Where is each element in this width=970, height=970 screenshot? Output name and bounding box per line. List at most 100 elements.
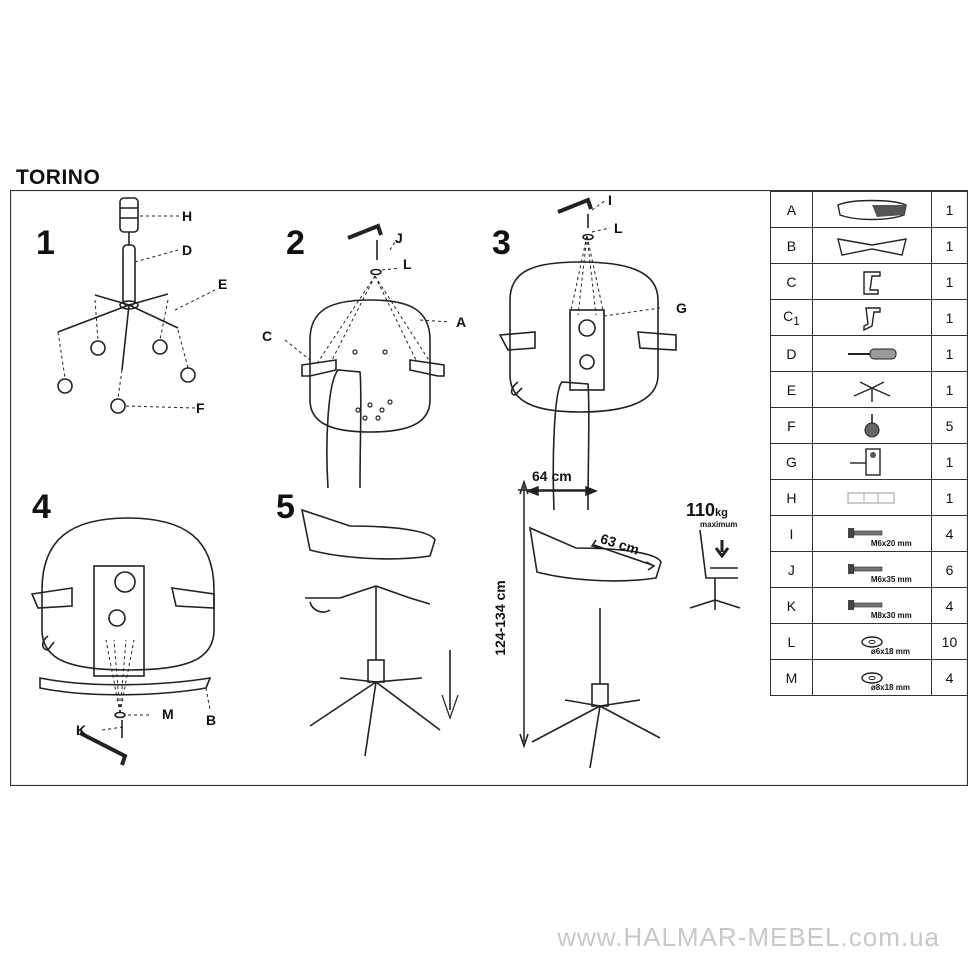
part-code: L [770,623,813,660]
caster-icon [811,407,932,444]
part-quantity: 1 [930,335,969,372]
part-quantity: 1 [930,227,969,264]
callout-C: C [262,328,273,344]
part-code-sub: 1 [793,314,800,328]
part-code-letter: H [786,489,797,506]
load-label: 110kg [686,500,728,521]
step-number-4: 4 [32,488,51,526]
step3-drawing [498,197,677,413]
watermark: www.HALMAR-MEBEL.com.ua [557,922,940,952]
part-code-letter: M [785,669,798,686]
part-code: C1 [770,299,813,336]
washer-icon: ø8x18 mm [811,659,932,696]
part-quantity: 4 [930,515,969,552]
max-load-icon [689,529,741,610]
parts-row: I M6x20 mm 4 [770,515,969,552]
width-label: 64 cm [532,468,572,484]
part-quantity: 6 [930,551,969,588]
callout-J: J [395,230,403,246]
part-code-letter: F [787,417,796,434]
step4-drawing [30,517,215,766]
callout-D: D [182,242,193,258]
part-code-letter: I [789,525,794,542]
callout-M: M [162,706,174,722]
part-quantity: 10 [930,623,969,660]
armrest-icon [811,263,932,300]
part-code-letter: G [785,453,797,470]
part-quantity: 1 [930,299,969,336]
part-code: I [770,515,813,552]
part-code-letter: A [786,201,797,218]
callout-K: K [76,722,87,738]
load-unit: kg [715,507,728,519]
part-quantity: 1 [930,371,969,408]
part-spec: M6x20 mm [870,539,912,548]
callout-F: F [196,400,205,416]
step-number-1: 1 [36,224,55,262]
part-code: J [770,551,813,588]
part-spec: M6x35 mm [870,575,912,584]
backrest-icon [811,227,932,264]
step2-drawing [284,223,451,433]
part-quantity: 1 [930,479,969,516]
part-code: F [770,407,813,444]
part-quantity: 5 [930,407,969,444]
part-quantity: 1 [930,263,969,300]
assembly-drawings [10,190,968,786]
step-number-5: 5 [276,488,295,526]
step1-drawing [57,197,216,414]
height-label: 124-134 cm [491,580,508,656]
callout-I: I [608,192,612,208]
cover-icon [811,479,932,516]
screw-icon: M8x30 mm [811,587,932,624]
screw-icon: M6x20 mm [811,515,932,552]
part-code: C [770,263,813,300]
part-spec: ø6x18 mm [870,647,910,656]
gas-lift-icon [811,335,932,372]
part-code-letter: C [783,307,794,324]
part-code: G [770,443,813,480]
part-quantity: 4 [930,587,969,624]
part-quantity: 1 [930,191,969,228]
callout-A: A [456,314,467,330]
screw-icon: M6x35 mm [811,551,932,588]
part-code: A [770,191,813,228]
callout-H: H [182,208,193,224]
load-value: 110 [686,500,716,520]
star-base-icon [811,371,932,408]
mechanism-icon [811,443,932,480]
part-code: E [770,371,813,408]
product-title: TORINO [16,166,101,189]
callout-B: B [206,712,217,728]
part-spec: M8x30 mm [870,611,912,620]
part-code-letter: D [786,345,797,362]
part-code: H [770,479,813,516]
dimension-drawing [518,381,662,769]
part-code-letter: J [787,561,795,578]
step-number-2: 2 [286,224,305,262]
armrest-mirror-icon [811,299,932,336]
assembly-frame: 1 2 3 4 5 H D E F J L A C I L G M B K 64… [10,190,968,786]
part-code-letter: E [786,381,797,398]
part-spec: ø8x18 mm [870,683,910,692]
part-quantity: 4 [930,659,969,696]
step5-drawing [300,369,459,757]
callout-L: L [403,256,412,272]
parts-row: J M6x35 mm 6 [770,551,969,588]
part-code: M [770,659,813,696]
part-code-letter: L [787,633,796,650]
callout-E: E [218,276,228,292]
load-note: maximum [700,520,738,529]
